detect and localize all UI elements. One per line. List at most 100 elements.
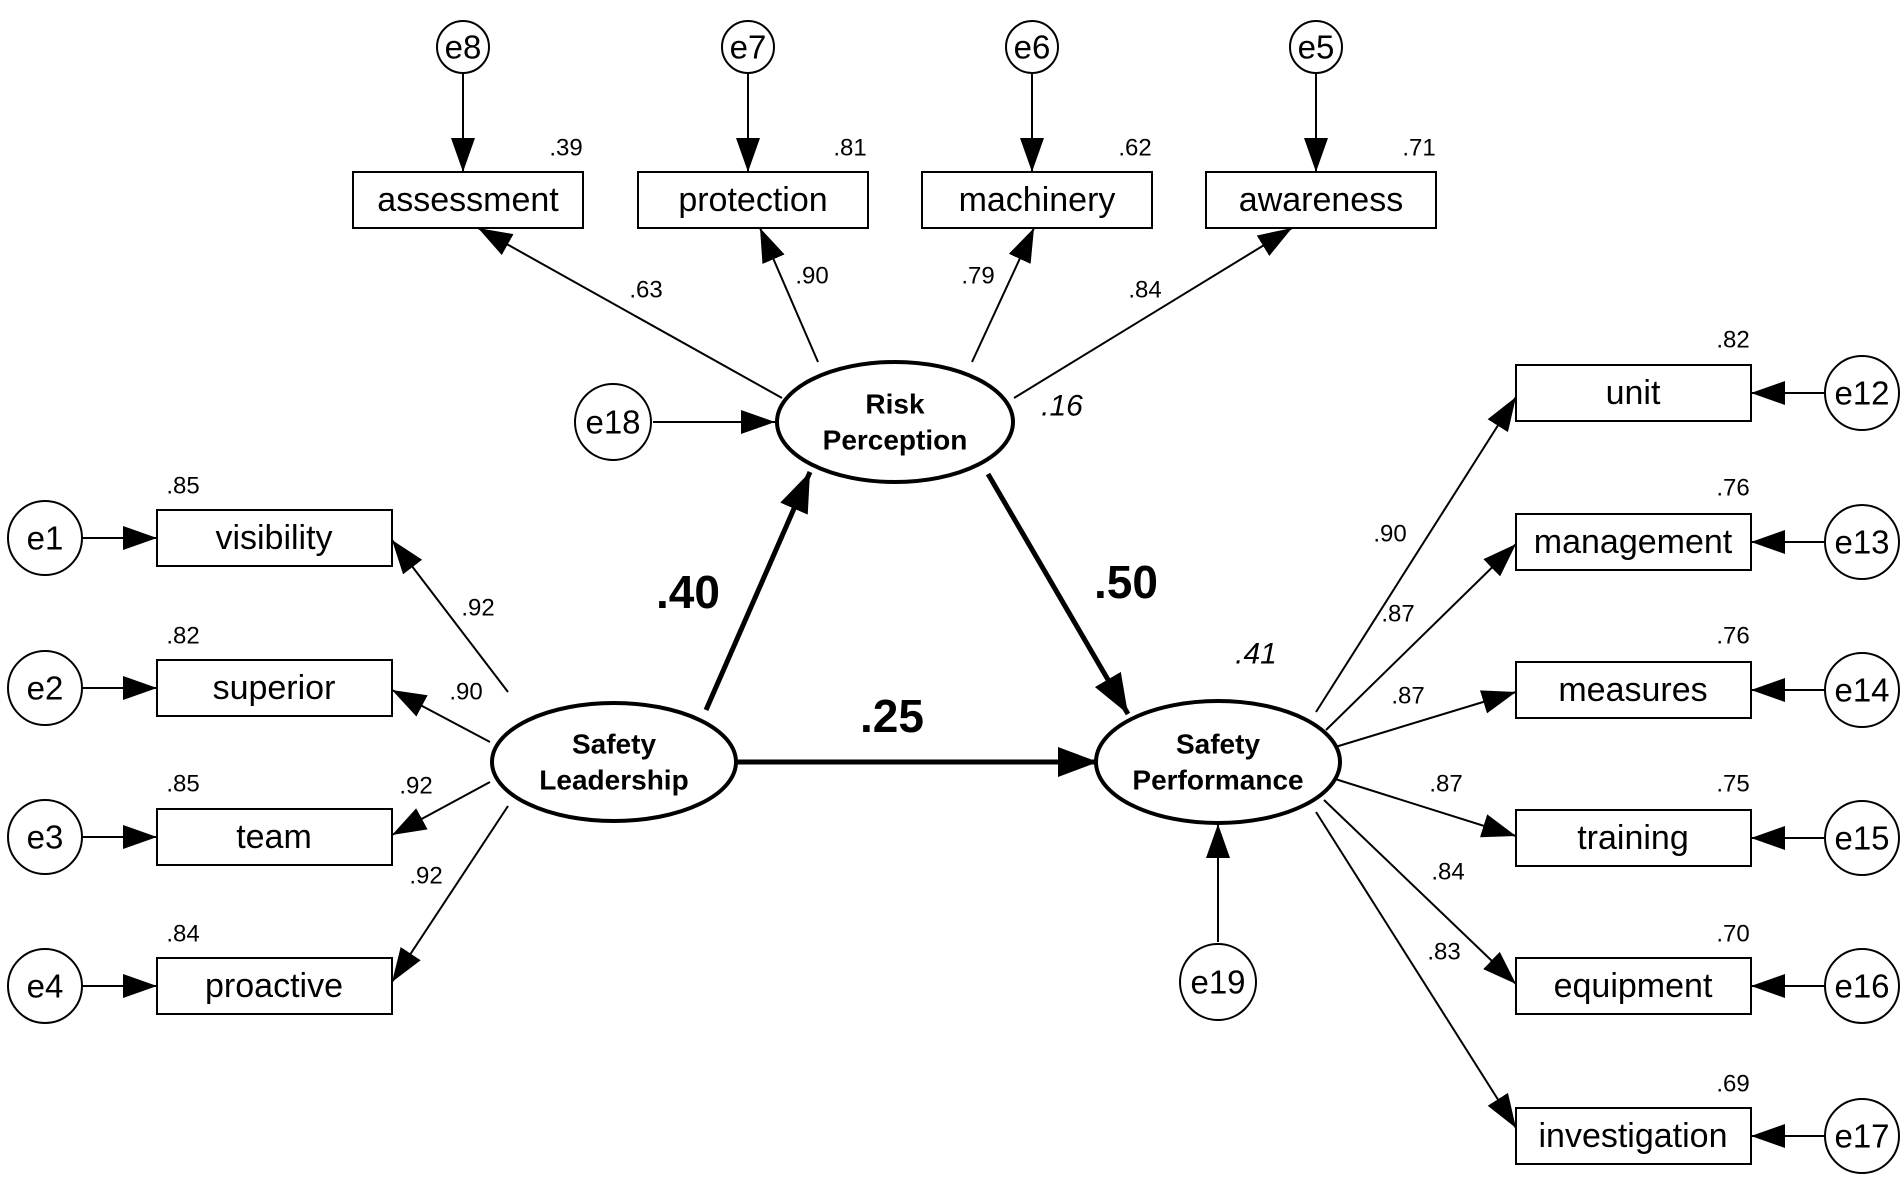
path-arrows	[82, 73, 1826, 1148]
error-label: e15	[1834, 820, 1889, 857]
loading-arrow-unit	[1315, 396, 1517, 713]
indicator-box: training	[1515, 809, 1752, 867]
loading-arrow-proactive	[391, 805, 509, 983]
indicator-r2: .71	[1402, 135, 1435, 162]
latent-label-line2: Perception	[823, 425, 968, 456]
error-node: e5	[1289, 20, 1343, 74]
structural-coef-lead-to-perf: .25	[860, 690, 924, 742]
error-label: e17	[1834, 1118, 1889, 1155]
indicator-r2: .84	[166, 921, 199, 948]
loading-value: .84	[1431, 859, 1464, 886]
loading-value: .90	[449, 679, 482, 706]
loading-value: .63	[629, 277, 662, 304]
error-node: e8	[436, 20, 490, 74]
indicator-box: proactive	[156, 957, 393, 1015]
error-label: e1	[27, 520, 64, 557]
indicator-box: unit	[1515, 364, 1752, 422]
error-label: e12	[1834, 375, 1889, 412]
error-node: e15	[1824, 800, 1900, 876]
indicator-box: equipment	[1515, 957, 1752, 1015]
loading-arrow-machinery	[971, 227, 1035, 363]
safety-performance-block: Safety Performance .41 e19 unit .82 .90 …	[1094, 327, 1900, 1174]
indicator-box: assessment	[352, 171, 584, 229]
structural-arrow-lead-to-risk	[703, 470, 813, 712]
indicator-label: unit	[1606, 374, 1661, 412]
indicator-box: management	[1515, 513, 1752, 571]
error-node: e14	[1824, 652, 1900, 728]
loading-arrow-protection	[759, 227, 819, 363]
loading-value: .87	[1381, 601, 1414, 628]
indicator-box: visibility	[156, 509, 393, 567]
indicator-r2: .70	[1716, 921, 1749, 948]
safety-leadership-block: e1 visibility .85 .92 e2 superior .82 .9…	[7, 473, 738, 1024]
indicator-box: machinery	[921, 171, 1153, 229]
loading-value: .79	[961, 263, 994, 290]
loading-value: .90	[1373, 521, 1406, 548]
indicator-r2: .75	[1716, 771, 1749, 798]
latent-r2-perf: .41	[1235, 638, 1277, 671]
loading-value: .90	[795, 263, 828, 290]
error-label: e13	[1834, 524, 1889, 561]
indicator-r2: .76	[1716, 623, 1749, 650]
loading-value: .87	[1391, 683, 1424, 710]
structural-arrow-risk-to-perf	[985, 472, 1131, 716]
loading-arrow-equipment	[1323, 799, 1517, 985]
latent-label-line2: Leadership	[539, 765, 688, 796]
loading-value: .92	[461, 595, 494, 622]
latent-r2-risk: .16	[1041, 390, 1083, 423]
latent-label-line2: Performance	[1132, 765, 1303, 796]
indicator-r2: .85	[166, 771, 199, 798]
structural-coef-lead-to-risk: .40	[656, 566, 720, 618]
indicator-box: measures	[1515, 661, 1752, 719]
error-label: e5	[1298, 29, 1335, 66]
structural-coef-risk-to-perf: .50	[1094, 556, 1158, 608]
error-label: e4	[27, 968, 64, 1005]
error-node: e16	[1824, 948, 1900, 1024]
error-node: e3	[7, 799, 83, 875]
loading-arrow-visibility	[391, 539, 509, 693]
error-node: e13	[1824, 504, 1900, 580]
loading-arrow-team	[391, 781, 491, 836]
indicator-r2: .81	[833, 135, 866, 162]
error-node: e17	[1824, 1098, 1900, 1174]
indicator-label: machinery	[959, 181, 1116, 219]
error-label: e3	[27, 819, 64, 856]
loading-arrow-assessment	[477, 227, 783, 399]
indicator-r2: .76	[1716, 475, 1749, 502]
loading-value: .92	[399, 773, 432, 800]
loading-arrow-management	[1325, 543, 1517, 731]
error-label: e7	[730, 29, 767, 66]
error-node: e4	[7, 948, 83, 1024]
latent-safety-leadership: Safety Leadership	[490, 701, 738, 823]
latent-label-line1: Safety	[572, 729, 656, 760]
error-label: e6	[1014, 29, 1051, 66]
indicator-label: awareness	[1239, 181, 1403, 219]
error-node: e7	[721, 20, 775, 74]
indicator-label: protection	[678, 181, 827, 219]
loading-arrow-training	[1331, 777, 1517, 838]
indicator-r2: .82	[1716, 327, 1749, 354]
indicator-label: team	[236, 818, 312, 856]
error-node: e1	[7, 500, 83, 576]
indicator-box: team	[156, 808, 393, 866]
indicator-label: management	[1534, 523, 1733, 561]
loading-arrow-awareness	[1013, 227, 1293, 399]
loading-value: .92	[409, 863, 442, 890]
indicator-box: awareness	[1205, 171, 1437, 229]
indicator-label: visibility	[215, 519, 332, 557]
indicator-r2: .62	[1118, 135, 1151, 162]
indicator-label: equipment	[1554, 967, 1713, 1005]
indicator-label: proactive	[205, 967, 343, 1005]
indicator-box: protection	[637, 171, 869, 229]
latent-label-line1: Safety	[1176, 729, 1260, 760]
loading-value: .87	[1429, 771, 1462, 798]
indicator-label: superior	[213, 669, 336, 707]
error-node: e12	[1824, 355, 1900, 431]
error-label: e18	[585, 404, 640, 441]
indicator-r2: .82	[166, 623, 199, 650]
indicator-label: assessment	[377, 181, 559, 219]
loading-value: .84	[1128, 277, 1161, 304]
indicator-r2: .39	[549, 135, 582, 162]
error-label: e2	[27, 670, 64, 707]
